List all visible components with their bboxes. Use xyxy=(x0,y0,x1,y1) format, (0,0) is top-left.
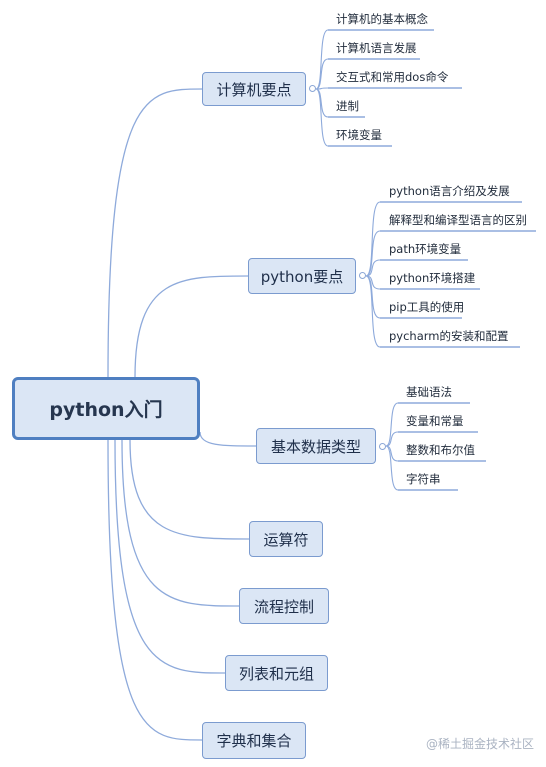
leaf-topic[interactable]: 整数和布尔值 xyxy=(406,443,475,457)
leaf-topic[interactable]: 环境变量 xyxy=(336,128,382,142)
leaf-connector xyxy=(315,88,329,118)
root-connector xyxy=(134,275,249,378)
leaf-connector xyxy=(385,402,399,447)
root-connector xyxy=(107,439,203,741)
leaf-topic[interactable]: 计算机语言发展 xyxy=(336,41,417,55)
leaf-connector xyxy=(365,275,381,348)
root-connector xyxy=(129,439,250,540)
leaf-connector xyxy=(365,275,381,319)
branch-flow-control[interactable]: 流程控制 xyxy=(239,588,329,624)
root-node[interactable]: python入门 xyxy=(12,377,200,440)
branch-operators[interactable]: 运算符 xyxy=(249,521,323,557)
branch-list-tuple[interactable]: 列表和元组 xyxy=(225,655,328,691)
leaf-topic[interactable]: 计算机的基本概念 xyxy=(336,12,428,26)
root-connector xyxy=(199,431,257,447)
leaf-connector xyxy=(315,58,329,90)
leaf-topic[interactable]: python语言介绍及发展 xyxy=(389,184,510,198)
leaf-connector xyxy=(315,88,329,147)
root-connector xyxy=(107,88,203,378)
leaf-topic[interactable]: 解释型和编译型语言的区别 xyxy=(389,213,527,227)
watermark: @稀土掘金技术社区 xyxy=(426,737,535,751)
leaf-topic[interactable]: 字符串 xyxy=(406,472,441,486)
leaf-topic[interactable]: 变量和常量 xyxy=(406,414,464,428)
leaf-connector xyxy=(365,259,381,277)
collapse-toggle-icon[interactable] xyxy=(379,443,386,450)
root-connector xyxy=(121,439,240,607)
leaf-topic[interactable]: pycharm的安装和配置 xyxy=(389,329,509,343)
branch-python-basics[interactable]: python要点 xyxy=(248,258,356,294)
leaf-topic[interactable]: 交互式和常用dos命令 xyxy=(336,70,449,84)
collapse-toggle-icon[interactable] xyxy=(359,272,366,279)
collapse-toggle-icon[interactable] xyxy=(309,85,316,92)
root-connector xyxy=(114,439,226,674)
leaf-connector xyxy=(365,230,381,277)
leaf-topic[interactable]: 进制 xyxy=(336,99,359,113)
leaf-connector xyxy=(385,445,399,491)
leaf-connector xyxy=(385,431,399,447)
branch-computer-basics[interactable]: 计算机要点 xyxy=(202,72,306,106)
leaf-topic[interactable]: pip工具的使用 xyxy=(389,300,465,314)
leaf-topic[interactable]: path环境变量 xyxy=(389,242,462,256)
leaf-topic[interactable]: python环境搭建 xyxy=(389,271,476,285)
branch-dict-set[interactable]: 字典和集合 xyxy=(202,722,306,759)
leaf-topic[interactable]: 基础语法 xyxy=(406,385,452,399)
branch-data-types[interactable]: 基本数据类型 xyxy=(256,428,376,464)
